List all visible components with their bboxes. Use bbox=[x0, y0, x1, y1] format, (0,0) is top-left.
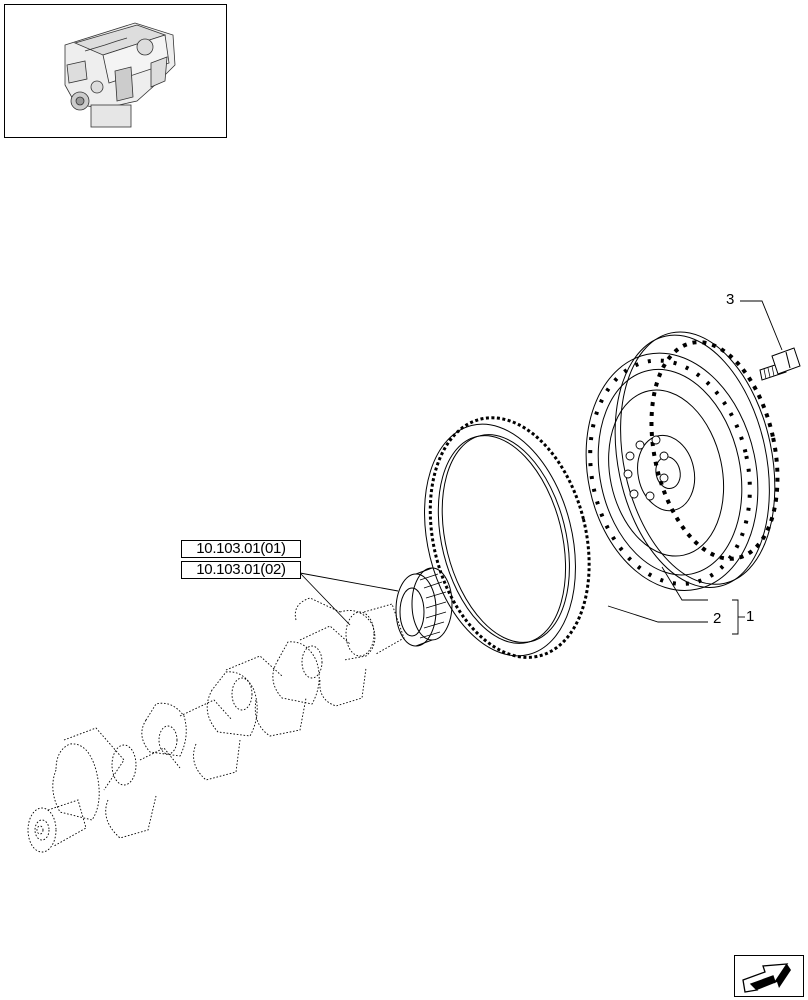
next-page-arrow-icon bbox=[742, 963, 791, 993]
callout-1: 1 bbox=[746, 608, 755, 625]
reference-link-02[interactable]: 10.103.01(02) bbox=[181, 561, 301, 579]
engine-thumbnail-icon bbox=[64, 22, 176, 128]
engine-thumbnail bbox=[4, 4, 227, 138]
flywheel bbox=[585, 331, 780, 591]
flywheel-bolt bbox=[759, 347, 801, 381]
crankshaft-outline bbox=[27, 597, 405, 853]
crankshaft-gear bbox=[395, 567, 453, 647]
callout-2: 2 bbox=[713, 610, 722, 627]
ring-gear bbox=[424, 416, 591, 659]
reference-link-01[interactable]: 10.103.01(01) bbox=[181, 540, 301, 558]
leader-lines bbox=[299, 300, 783, 635]
callout-3: 3 bbox=[726, 291, 735, 308]
next-page-button[interactable] bbox=[734, 955, 804, 997]
